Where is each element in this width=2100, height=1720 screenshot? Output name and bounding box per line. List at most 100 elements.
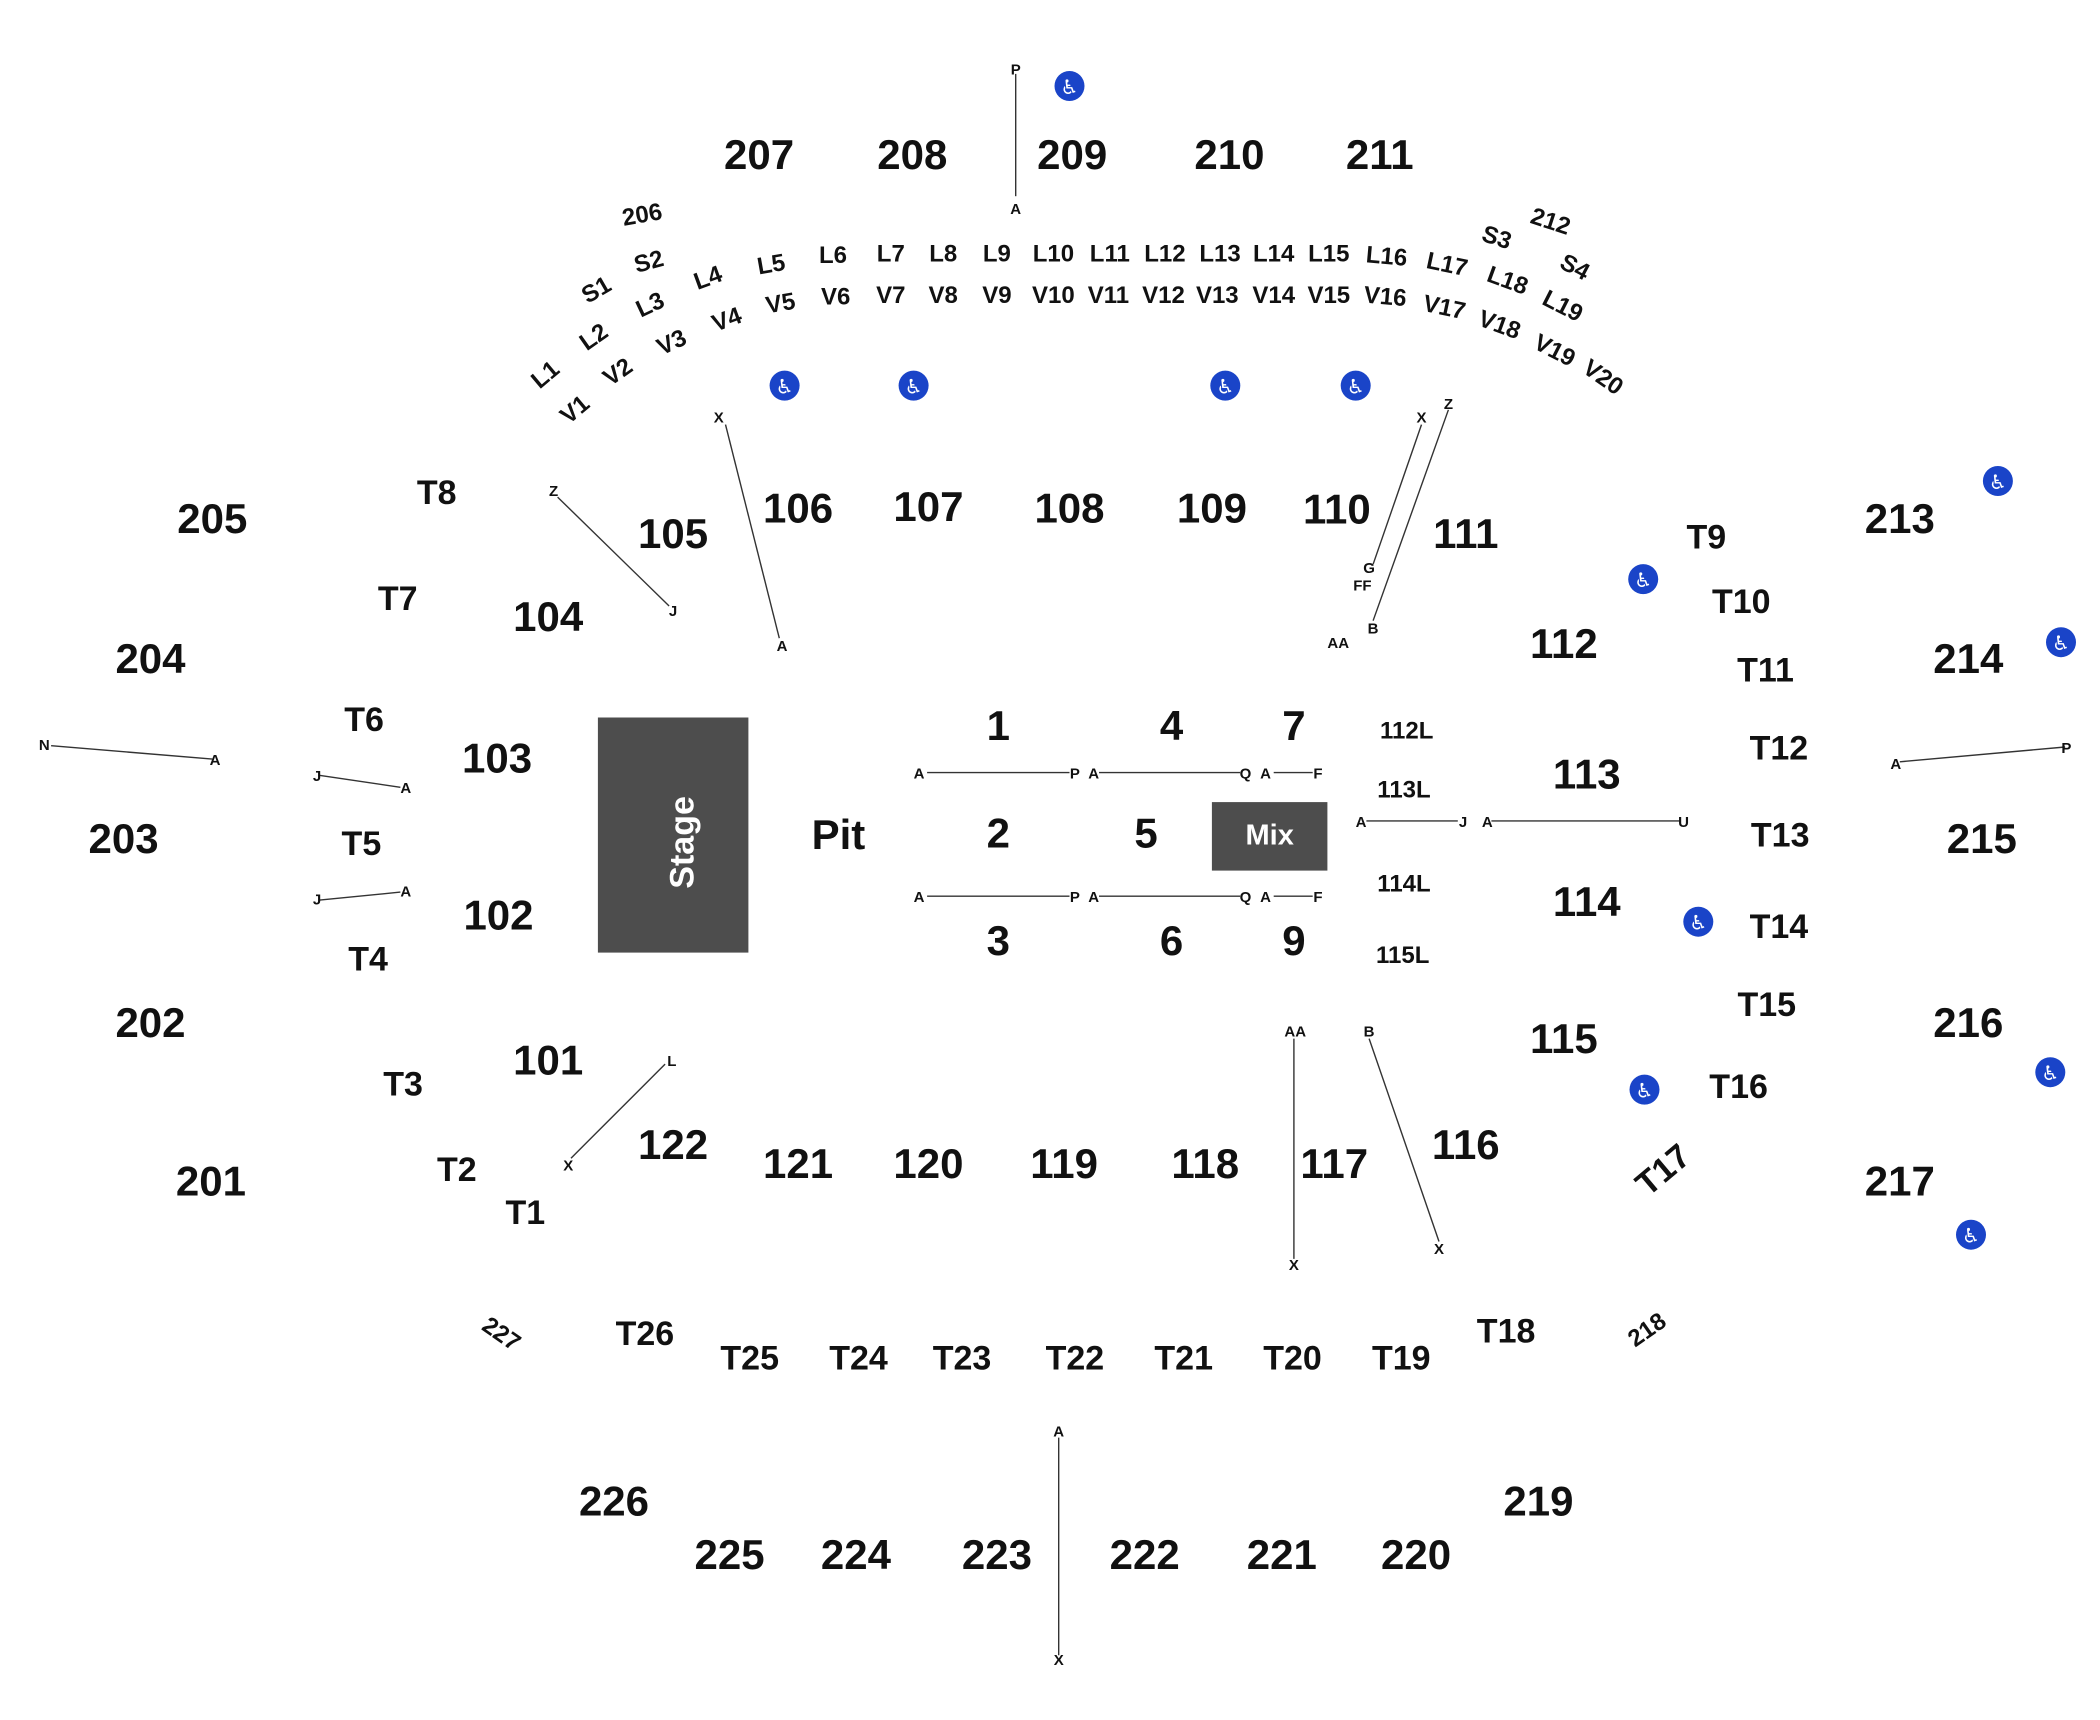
table-t13: T13 bbox=[1751, 817, 1810, 855]
loge-v18: V18 bbox=[1475, 305, 1524, 345]
loge-v3: V3 bbox=[653, 324, 691, 361]
loge-v19: V19 bbox=[1529, 329, 1579, 372]
table-t14: T14 bbox=[1750, 908, 1809, 946]
section-207: 207 bbox=[724, 131, 794, 178]
floor-section-9: 9 bbox=[1282, 917, 1305, 964]
row-a: A bbox=[914, 889, 925, 906]
section-216: 216 bbox=[1933, 999, 2003, 1046]
table-t23: T23 bbox=[933, 1339, 992, 1377]
floor-section-4: 4 bbox=[1160, 702, 1184, 749]
row-line bbox=[51, 745, 213, 760]
row-line bbox=[1372, 409, 1450, 621]
loge-l2: L2 bbox=[575, 318, 613, 356]
loge-v15: V15 bbox=[1307, 282, 1350, 309]
row-a: A bbox=[1260, 889, 1271, 906]
section-220: 220 bbox=[1381, 1531, 1451, 1578]
table-t25: T25 bbox=[720, 1339, 779, 1377]
table-t16: T16 bbox=[1709, 1068, 1768, 1106]
row-p: P bbox=[2061, 740, 2071, 757]
section-111: 111 bbox=[1433, 510, 1498, 557]
wheelchair-icon: ♿ bbox=[769, 370, 800, 401]
row-indicator-lines bbox=[51, 73, 2066, 1656]
row-q: Q bbox=[1240, 765, 1252, 782]
svg-text:♿: ♿ bbox=[2041, 1061, 2059, 1085]
section-109: 109 bbox=[1177, 484, 1247, 531]
row-x: X bbox=[1054, 1652, 1064, 1669]
row-b: B bbox=[1368, 620, 1379, 637]
section-115: 115 bbox=[1530, 1015, 1598, 1062]
row-p: P bbox=[1011, 61, 1021, 78]
table-t7: T7 bbox=[378, 580, 418, 618]
section-209: 209 bbox=[1037, 131, 1107, 178]
floor-section-113l: 113L bbox=[1377, 777, 1430, 804]
row-x: X bbox=[1416, 409, 1426, 426]
wheelchair-icon: ♿ bbox=[2046, 627, 2076, 658]
wheelchair-icon: ♿ bbox=[1210, 370, 1241, 401]
table-t19: T19 bbox=[1372, 1339, 1431, 1377]
table-t9: T9 bbox=[1686, 518, 1726, 556]
wheelchair-icon: ♿ bbox=[2035, 1057, 2066, 1088]
svg-text:♿: ♿ bbox=[1634, 568, 1652, 592]
row-j: J bbox=[313, 892, 321, 909]
row-p: P bbox=[1070, 889, 1080, 906]
section-113: 113 bbox=[1553, 750, 1621, 797]
loge-v11: V11 bbox=[1088, 282, 1129, 309]
row-p: P bbox=[1070, 765, 1080, 782]
section-215: 215 bbox=[1947, 815, 2017, 862]
table-t15: T15 bbox=[1738, 986, 1797, 1024]
loge-v10: V10 bbox=[1032, 282, 1075, 309]
table-t10: T10 bbox=[1712, 583, 1771, 621]
floor-section-1: 1 bbox=[987, 702, 1010, 749]
section-219: 219 bbox=[1503, 1477, 1573, 1524]
loge-l1: L1 bbox=[526, 356, 565, 395]
row-ff: FF bbox=[1353, 577, 1371, 594]
section-202: 202 bbox=[115, 999, 185, 1046]
section-224: 224 bbox=[821, 1531, 892, 1578]
wheelchair-icon: ♿ bbox=[1054, 71, 1085, 101]
svg-text:♿: ♿ bbox=[1061, 75, 1079, 99]
row-j: J bbox=[1459, 814, 1467, 831]
section-110: 110 bbox=[1303, 486, 1371, 533]
row-x: X bbox=[714, 409, 724, 426]
section-218: 218 bbox=[1623, 1308, 1671, 1353]
row-j: J bbox=[669, 603, 677, 620]
floor-section-3: 3 bbox=[987, 917, 1010, 964]
section-117: 117 bbox=[1300, 1140, 1368, 1187]
table-t6: T6 bbox=[344, 701, 384, 739]
loge-l7: L7 bbox=[877, 240, 905, 267]
wheelchair-icon: ♿ bbox=[1340, 370, 1371, 401]
loge-v4: V4 bbox=[708, 302, 745, 338]
table-t12: T12 bbox=[1750, 729, 1809, 767]
row-x: X bbox=[563, 1158, 573, 1175]
svg-text:♿: ♿ bbox=[2052, 631, 2070, 655]
wheelchair-icon: ♿ bbox=[1982, 466, 2013, 496]
table-t20: T20 bbox=[1263, 1339, 1322, 1377]
loge-v9: V9 bbox=[982, 282, 1011, 309]
row-a: A bbox=[914, 765, 925, 782]
row-f: F bbox=[1313, 765, 1322, 782]
section-217: 217 bbox=[1865, 1158, 1935, 1205]
suite-s3: S3 bbox=[1479, 220, 1515, 255]
loge-v2: V2 bbox=[598, 353, 638, 392]
row-aa: AA bbox=[1284, 1023, 1306, 1040]
row-x: X bbox=[1289, 1257, 1299, 1274]
loge-l6: L6 bbox=[819, 242, 847, 269]
stage-label: Stage bbox=[664, 796, 702, 889]
loge-v20: V20 bbox=[1578, 354, 1628, 401]
section-120: 120 bbox=[893, 1140, 963, 1187]
wheelchair-icon: ♿ bbox=[1956, 1219, 1986, 1250]
row-a: A bbox=[210, 752, 221, 769]
section-211: 211 bbox=[1346, 131, 1414, 178]
section-121: 121 bbox=[763, 1140, 833, 1187]
row-line bbox=[724, 424, 780, 639]
section-102: 102 bbox=[463, 892, 533, 939]
row-q: Q bbox=[1240, 889, 1252, 906]
row-line bbox=[1368, 1038, 1440, 1242]
row-u: U bbox=[1678, 814, 1689, 831]
row-b: B bbox=[1364, 1023, 1375, 1040]
row-a: A bbox=[1890, 756, 1901, 773]
row-a: A bbox=[1088, 889, 1099, 906]
section-203: 203 bbox=[89, 815, 159, 862]
floor-section-115l: 115L bbox=[1376, 942, 1429, 969]
